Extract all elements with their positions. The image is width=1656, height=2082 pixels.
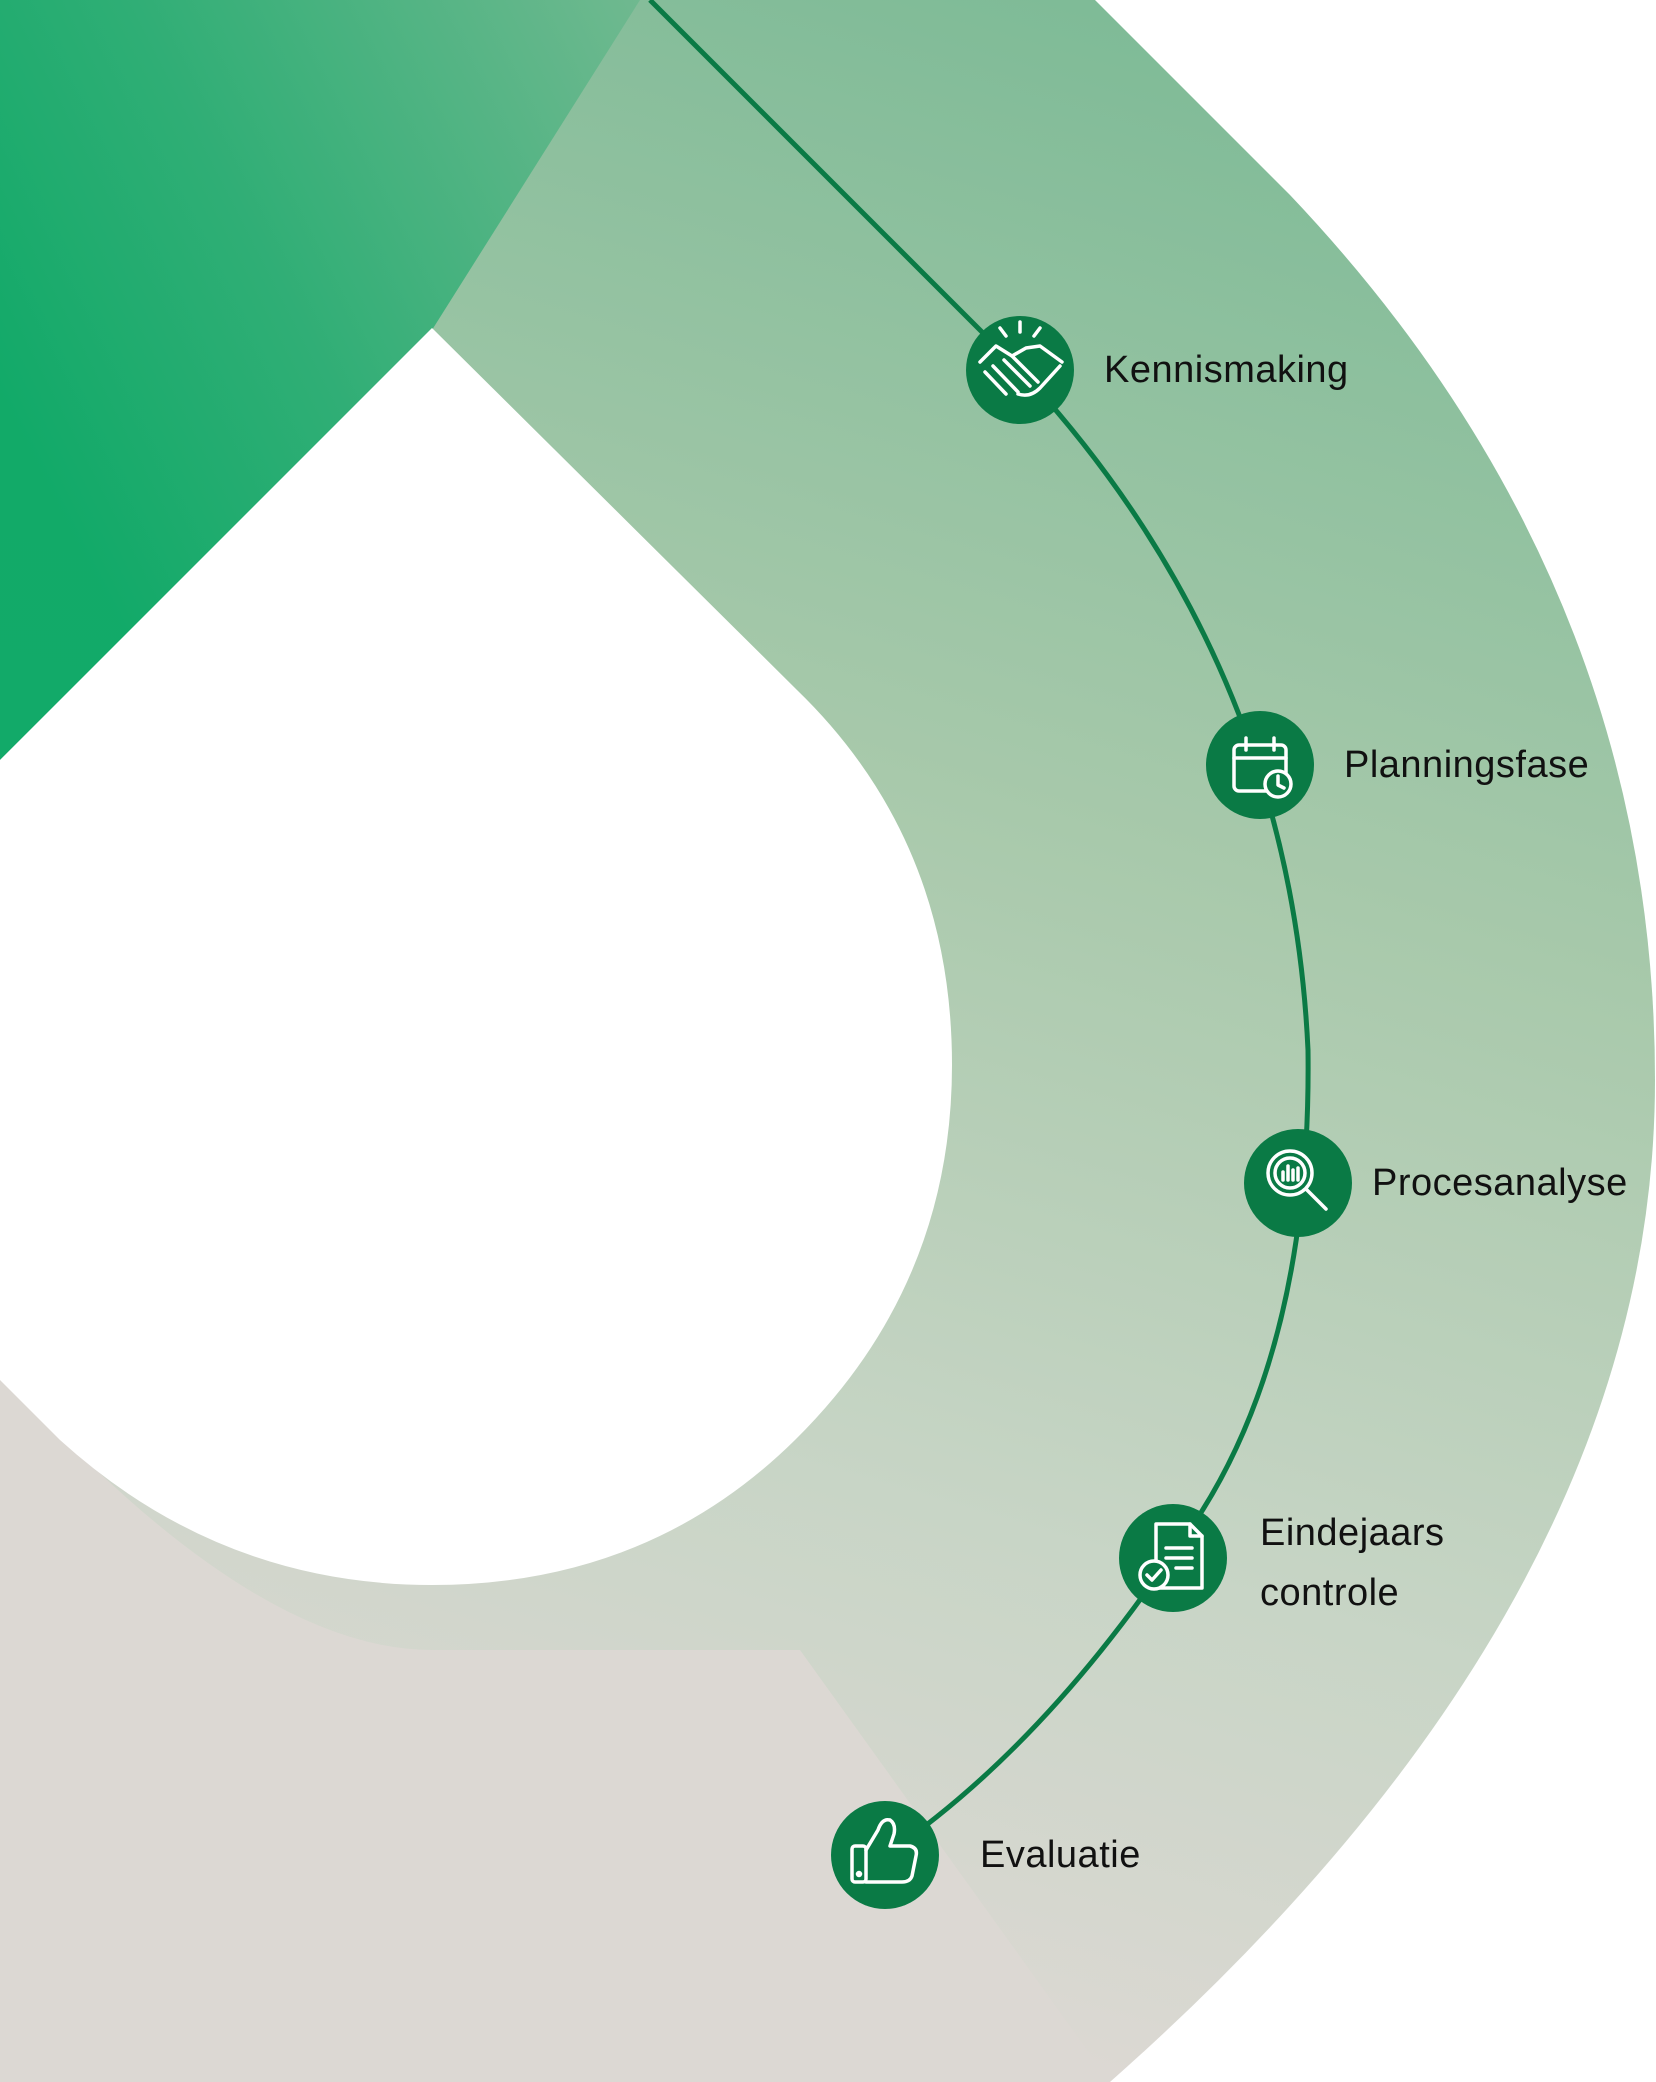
step-label: Procesanalyse [1372, 1162, 1628, 1204]
document-check-icon [1138, 1522, 1204, 1591]
step-label: Evaluatie [980, 1834, 1141, 1876]
grey-shape [0, 1370, 1110, 2082]
step-label-line2: controle [1260, 1572, 1399, 1614]
step-label-line1: Eindejaars [1260, 1512, 1445, 1554]
magnifier-chart-icon [1266, 1149, 1328, 1211]
handshake-icon [978, 320, 1064, 397]
accent-shape [0, 0, 640, 760]
step-label: Kennismaking [1104, 349, 1349, 391]
step-circle [966, 316, 1074, 424]
step-label: Planningsfase [1344, 744, 1589, 786]
thumbs-up-icon [850, 1817, 919, 1884]
step-eindejaars-controle: Eindejaars controle [1119, 1504, 1445, 1614]
step-procesanalyse: Procesanalyse [1244, 1129, 1628, 1237]
step-planningsfase: Planningsfase [1206, 711, 1589, 819]
step-circle [1244, 1129, 1352, 1237]
calendar-clock-icon [1232, 736, 1293, 799]
connector-path [648, 0, 1311, 1858]
white-teardrop [0, 328, 952, 1585]
step-circle [1206, 711, 1314, 819]
step-circle [831, 1801, 939, 1909]
step-kennismaking: Kennismaking [966, 316, 1349, 424]
step-evaluatie: Evaluatie [831, 1801, 1141, 1909]
